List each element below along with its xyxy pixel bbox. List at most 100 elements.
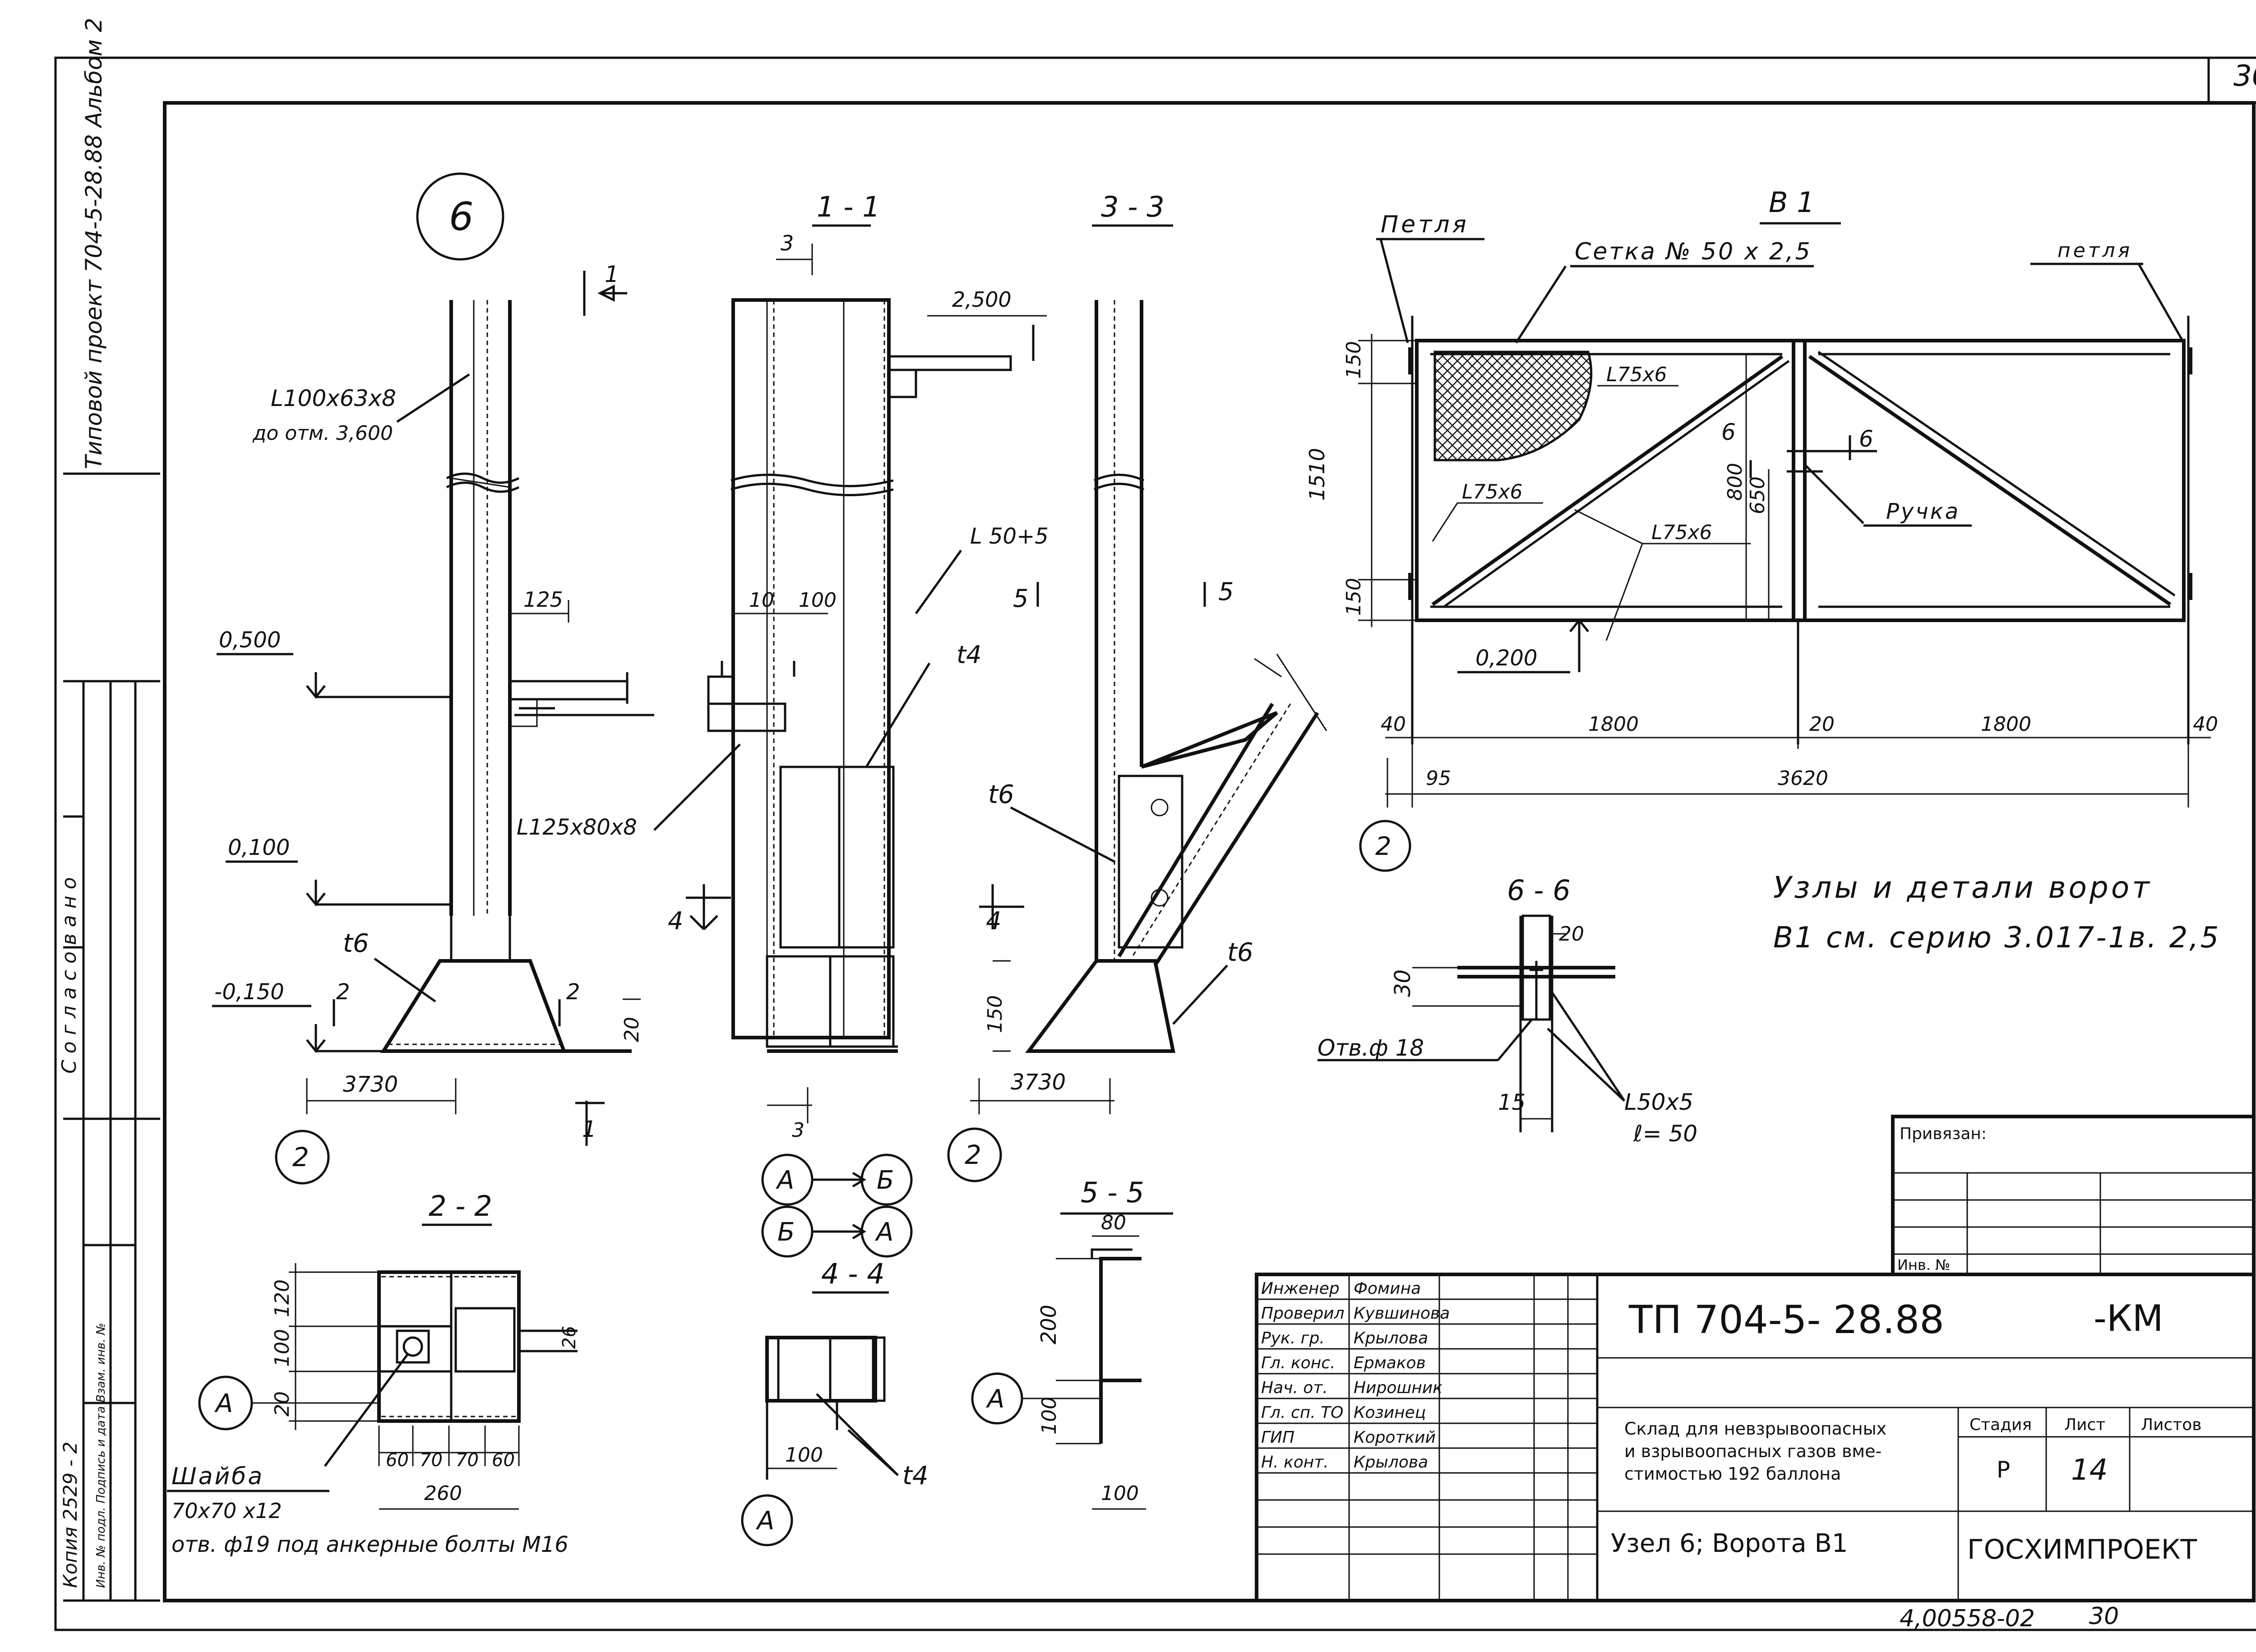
inv-label: Инв. № xyxy=(1897,1256,1950,1274)
otv-18-label: Отв.ф 18 xyxy=(1318,1035,1424,1061)
section-5-5-title: 5 - 5 xyxy=(1081,1176,1144,1209)
section-2-left: 2 xyxy=(336,979,350,1005)
side-coordination: Согласовано xyxy=(58,871,81,1074)
level-m0150: -0,150 xyxy=(214,979,284,1005)
dim-95: 95 xyxy=(1426,767,1451,790)
sheet-value: 14 xyxy=(2071,1454,2108,1487)
l75-label-c: L75x6 xyxy=(1651,521,1712,544)
level-0500: 0,500 xyxy=(219,628,281,653)
dim-650: 650 xyxy=(1746,476,1769,514)
axis-b-2: Б xyxy=(777,1218,795,1247)
dim-260: 260 xyxy=(424,1482,462,1505)
l50-label: L 50+5 xyxy=(970,524,1049,549)
drawing-mark: -КМ xyxy=(2094,1297,2164,1339)
l75-label-a: L75x6 xyxy=(1606,363,1667,386)
dim-100-section55-b: 100 xyxy=(1101,1482,1139,1505)
gate-title: В 1 xyxy=(1769,186,1815,219)
titleblock-role: Проверил xyxy=(1261,1304,1345,1323)
l50x5-label: L50x5 xyxy=(1624,1089,1693,1115)
dim-150-section33: 150 xyxy=(984,995,1007,1033)
dim-150-gate-top: 150 xyxy=(1342,341,1365,379)
titleblock-role: Нач. от. xyxy=(1261,1379,1328,1397)
l125-label: L125x80x8 xyxy=(517,815,637,840)
dim-40-right: 40 xyxy=(2193,713,2218,736)
dim-120: 120 xyxy=(271,1279,294,1317)
level-0200: 0,200 xyxy=(1475,646,1537,671)
section-1-1: 1 - 1 3 2,500 10 100 L 50+5 xyxy=(653,190,1049,1258)
dim-100: 100 xyxy=(799,589,837,612)
section-mark-1-bottom: 1 xyxy=(582,1116,596,1142)
stage-value: Р xyxy=(1997,1457,2010,1483)
petlya-left: Петля xyxy=(1381,211,1469,238)
section-2-right: 2 xyxy=(566,979,580,1005)
sheets-header: Листов xyxy=(2141,1416,2201,1434)
axis-2-node: 2 xyxy=(292,1142,309,1172)
dim-1800-right: 1800 xyxy=(1981,713,2031,736)
dim-1510: 1510 xyxy=(1305,448,1329,501)
titleblock-role: Гл. конс. xyxy=(1261,1354,1336,1372)
sheet-frame: 30 xyxy=(54,56,2256,1631)
dim-20-section66: 20 xyxy=(1559,923,1584,946)
node-6: 6 1 125 L100x63x8 до отм. 3,600 0,500 L1… xyxy=(212,172,654,1185)
level-0100: 0,100 xyxy=(228,835,290,860)
dim-3-bottom: 3 xyxy=(792,1119,804,1142)
section-4-4: 4 - 4 100 t4 А xyxy=(741,1257,929,1546)
ruchka-label: Ручка xyxy=(1886,499,1960,524)
dim-70-b: 70 xyxy=(456,1450,479,1471)
section-6-6: 6 - 6 20 30 Отв.ф 18 15 L50x5 ℓ= 50 xyxy=(1318,874,1697,1147)
setka-label: Сетка № 50 x 2,5 xyxy=(1575,238,1812,265)
section-2-2: 2 - 2 26 120 100 20 А Шайба 70x70 x12 xyxy=(167,1190,580,1557)
dim-80: 80 xyxy=(1101,1211,1126,1234)
gate-b1: В 1 Петля Сетка № 50 x 2,5 петля xyxy=(1305,186,2218,872)
dim-200: 200 xyxy=(1036,1305,1061,1344)
left-binding-strip: Типовой проект 704-5-28.88 Альбом 2 Согл… xyxy=(58,18,160,1602)
dim-10: 10 xyxy=(749,589,774,612)
section-3-3-title: 3 - 3 xyxy=(1101,190,1165,223)
l75-label-b: L75x6 xyxy=(1462,480,1523,503)
axis-2-section33: 2 xyxy=(965,1140,981,1170)
dim-20-gate: 20 xyxy=(1809,713,1835,736)
dim-20-node: 20 xyxy=(620,1017,643,1042)
l50-length: ℓ= 50 xyxy=(1633,1121,1697,1147)
note-line-2: В1 см. серию 3.017-1в. 2,5 xyxy=(1773,921,2220,955)
dim-1800-left: 1800 xyxy=(1588,713,1639,736)
side-copy-number: Копия 2529 - 2 xyxy=(59,1442,81,1588)
dim-100-section22: 100 xyxy=(271,1329,294,1367)
section-3-3: 3 - 3 5 5 t6 t6 4 150 xyxy=(947,190,1327,1182)
dim-100-section44: 100 xyxy=(785,1444,823,1467)
dim-3620: 3620 xyxy=(1778,767,1828,790)
archive-stamp-page: 30 xyxy=(2089,1603,2119,1630)
section-6-6-title: 6 - 6 xyxy=(1507,874,1571,907)
shaiba-size: 70x70 x12 xyxy=(171,1499,282,1523)
section-2-2-title: 2 - 2 xyxy=(429,1190,492,1223)
section-1-1-title: 1 - 1 xyxy=(817,190,880,223)
desc-line-3: стимостью 192 баллона xyxy=(1624,1464,1841,1484)
dim-3730-section33: 3730 xyxy=(1011,1070,1066,1095)
dim-150-gate-bottom: 150 xyxy=(1342,578,1365,616)
titleblock-name: Короткий xyxy=(1354,1428,1436,1447)
node-badge xyxy=(416,172,504,261)
titleblock-name: Фомина xyxy=(1354,1279,1421,1298)
sheet-header: Лист xyxy=(2064,1416,2105,1434)
section-6-gate-b: 6 xyxy=(1859,426,1873,452)
dim-15: 15 xyxy=(1498,1090,1526,1115)
shaiba-label: Шайба xyxy=(171,1463,264,1490)
axis-a-1: А xyxy=(776,1166,794,1195)
l100-note: до отм. 3,600 xyxy=(252,422,393,445)
side-project-note: Типовой проект 704-5-28.88 Альбом 2 xyxy=(81,18,107,469)
desc-line-1: Склад для невзрывоопасных xyxy=(1624,1419,1886,1439)
subject: Узел 6; Ворота В1 xyxy=(1611,1529,1848,1558)
titleblock-role: ГИП xyxy=(1261,1428,1294,1447)
titleblock-role: Гл. сп. ТО xyxy=(1261,1403,1344,1422)
t4-label: t4 xyxy=(957,641,982,669)
axis-b-1: Б xyxy=(877,1166,894,1195)
section-5-right: 5 xyxy=(1218,577,1234,606)
axis-a-section22: А xyxy=(214,1389,233,1418)
t6-section33-a: t6 xyxy=(988,780,1014,809)
titleblock-role: Рук. гр. xyxy=(1261,1329,1325,1347)
note: Узлы и детали ворот В1 см. серию 3.017-1… xyxy=(1773,870,2220,955)
stage-header: Стадия xyxy=(1969,1416,2032,1434)
dim-3-top: 3 xyxy=(781,231,794,255)
